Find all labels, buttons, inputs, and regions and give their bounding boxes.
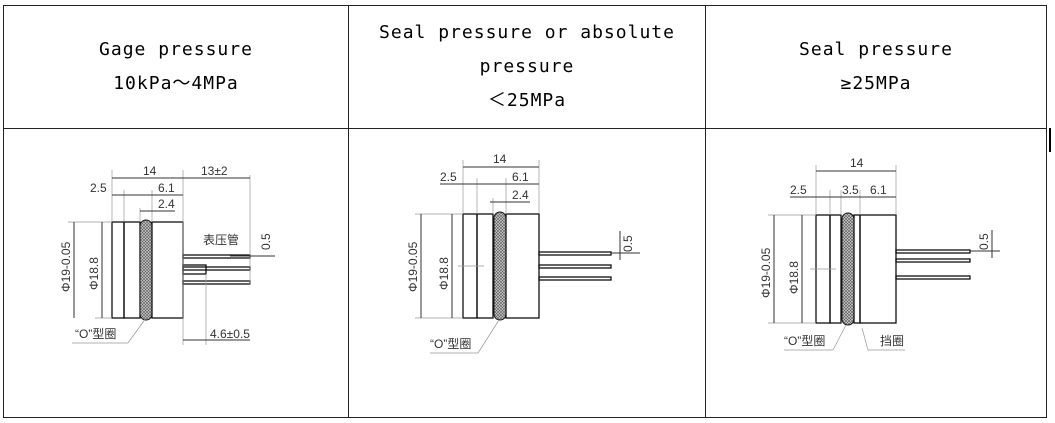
o-ring	[139, 219, 153, 321]
drawing-seal-absolute: 14 2.5 6.1 2.4 0.5 Φ19-0.05 Φ18.8 “O”型圈	[406, 152, 640, 354]
dim-inner-dia: Φ18.8	[437, 257, 451, 290]
drawing-gage: 14 13±2 2.5 6.1 2.4 表压管 0.5 Φ19-0.05 Φ18…	[59, 164, 275, 345]
oring-label: “O”型圈	[75, 327, 116, 341]
header-title-cont: pressure	[479, 56, 575, 77]
header-range: 10kPa～4MPa	[113, 73, 239, 94]
oring-label: “O”型圈	[430, 337, 471, 351]
oring-label: “O”型圈	[784, 334, 825, 348]
text-cursor	[1049, 128, 1051, 152]
dim-pin-length: 13±2	[201, 164, 228, 178]
dim-overall: 14	[143, 164, 157, 178]
dim-inner-dia: Φ18.8	[87, 257, 101, 290]
dim-pin-pitch: 0.5	[977, 233, 991, 250]
dim-pin-pitch: 0.5	[259, 233, 273, 250]
drawing-cell-2	[348, 128, 706, 418]
drawing-cell-1	[3, 128, 349, 418]
dim-pin-pitch: 0.5	[621, 235, 635, 252]
dim-2: 6.1	[512, 170, 529, 184]
header-title: Seal pressure or absolute	[379, 22, 675, 43]
drawing-seal: 14 2.5 3.5 6.1 0.5 Φ19-0.05 Φ18.8 “O”型圈 …	[759, 156, 1000, 351]
dim-outer-dia: Φ19-0.05	[759, 247, 773, 298]
dim-3: 6.1	[870, 183, 887, 197]
pressure-type-table: Gage pressure 10kPa～4MPa Seal pressure or…	[3, 5, 1047, 418]
dim-outer-dia: Φ19-0.05	[59, 241, 73, 292]
ring-label: 挡圈	[880, 334, 904, 348]
header-seal-pressure: Seal pressure ≥25MPa	[705, 5, 1047, 129]
retaining-ring	[853, 214, 861, 324]
header-range: ＜25MPa	[487, 90, 567, 111]
dim-pin-offset: 4.6±0.5	[210, 327, 250, 341]
header-range: ≥25MPa	[840, 73, 912, 94]
header-title: Seal pressure	[799, 39, 953, 60]
dim-3: 2.4	[158, 197, 175, 211]
dim-1: 2.5	[90, 181, 107, 195]
tube-label: 表压管	[203, 232, 239, 247]
dim-inner-dia: Φ18.8	[787, 261, 801, 294]
dim-2: 6.1	[158, 181, 175, 195]
dim-3: 2.4	[512, 188, 529, 202]
dim-outer-dia: Φ19-0.05	[406, 241, 420, 292]
dim-2: 3.5	[842, 183, 859, 197]
dim-1: 2.5	[440, 170, 457, 184]
header-gage-pressure: Gage pressure 10kPa～4MPa	[3, 5, 349, 129]
drawing-cell-3	[705, 128, 1047, 418]
dim-overall: 14	[493, 152, 507, 166]
dim-overall: 14	[850, 156, 864, 170]
header-title: Gage pressure	[99, 39, 253, 60]
header-seal-or-absolute: Seal pressure or absolute pressure ＜25MPa	[348, 5, 706, 129]
dim-1: 2.5	[790, 183, 807, 197]
